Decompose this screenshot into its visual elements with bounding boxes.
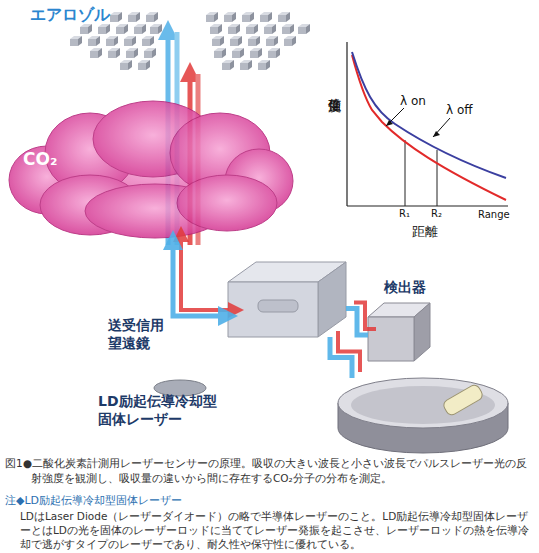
range-marker: R₁	[399, 208, 410, 221]
laser-beam	[330, 337, 352, 378]
axis-unit: Range	[478, 209, 510, 222]
solid-state-laser-label: LD励起伝導冷却型 固体レーザー	[98, 392, 248, 428]
co2-cloud: CO₂	[5, 95, 295, 240]
wavelength-label: λ on	[400, 94, 426, 109]
laser-beam-return	[181, 234, 236, 310]
range-marker: R₂	[431, 208, 442, 221]
solid-state-laser: LD励起伝導冷却型 固体レーザー	[338, 378, 508, 453]
telescope-box	[228, 262, 346, 337]
note-body: LDはLaser Diode（レーザーダイオード）の略で半導体レーザーのこと。L…	[20, 509, 534, 551]
aerosol-label: エアロゾル	[30, 5, 110, 25]
laser-beam	[173, 240, 228, 316]
telescope: 送受信用 望遠鏡	[228, 262, 346, 337]
axis-title: 距離	[412, 224, 438, 240]
note-heading: 注◆LD励起伝導冷却型固体レーザー	[5, 494, 182, 508]
co2-cloud-label: CO₂	[23, 149, 57, 170]
detector: 検出器	[368, 303, 430, 361]
wavelength-label: λ off	[446, 103, 473, 118]
telescope-label: 送受信用 望遠鏡	[108, 316, 180, 352]
detector-label: 検出器	[384, 279, 426, 297]
laser-beam	[346, 309, 368, 335]
detector-cube	[368, 303, 430, 361]
figure-caption: 図1●二酸化炭素計測用レーザーセンサーの原理。吸収の大きい波長と小さい波長でパル…	[5, 456, 533, 486]
range-graph	[347, 42, 508, 206]
laser-housing	[338, 378, 508, 453]
